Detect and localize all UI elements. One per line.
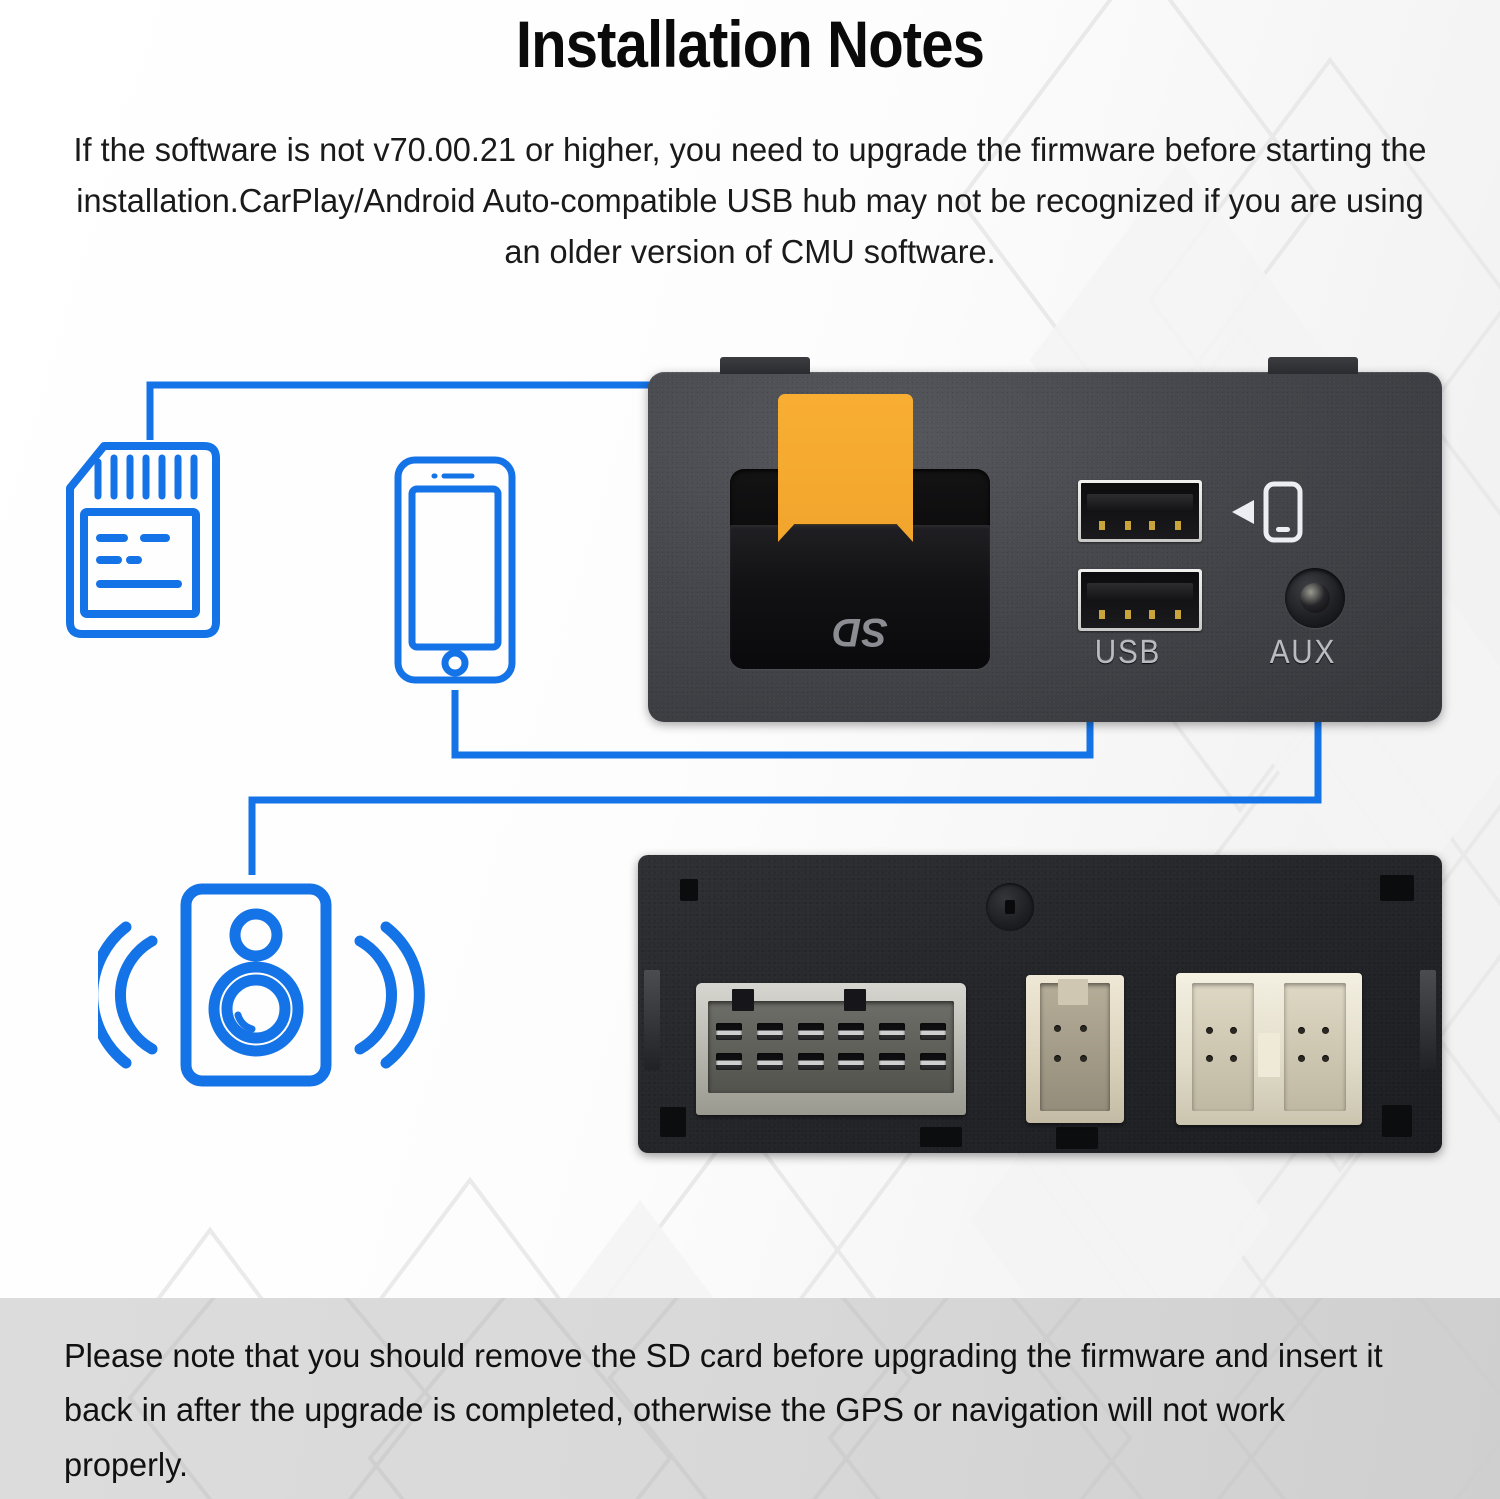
socket-hole [1080, 1025, 1087, 1032]
connector-keyway [732, 989, 754, 1011]
device-rear-body [638, 855, 1442, 1153]
usb-port-upper[interactable] [1078, 480, 1202, 542]
connector-pin [919, 1023, 946, 1040]
rear-foot [1382, 1105, 1412, 1137]
connector-pin [838, 1023, 865, 1040]
socket-hole [1322, 1055, 1329, 1062]
phone-usb-indicator-icon [1232, 481, 1303, 543]
connector-keyway [844, 989, 866, 1011]
rear-screw-boss [986, 883, 1034, 931]
page-title: Installation Notes [515, 7, 985, 81]
svg-text:SD: SD [832, 610, 888, 654]
speaker-icon [98, 883, 425, 1087]
note-band: Please note that you should remove the S… [0, 1298, 1500, 1499]
pin-row-upper [716, 1023, 946, 1040]
tan-4-pin-connector[interactable] [1026, 975, 1124, 1123]
aux-label: AUX [1269, 633, 1337, 670]
device-rear-panel [638, 855, 1442, 1153]
connector-keyway [1058, 979, 1088, 1005]
pin-row-lower [716, 1053, 946, 1070]
connector-pin [797, 1023, 824, 1040]
note-text: Please note that you should remove the S… [64, 1338, 1383, 1484]
usb-pin [1149, 610, 1155, 619]
device-front-body: SD [648, 372, 1442, 722]
socket-hole [1054, 1055, 1061, 1062]
sd-logo-icon: SD [832, 610, 888, 654]
sd-card-orange-pull-tab[interactable] [778, 394, 913, 542]
grey-12-pin-connector[interactable] [696, 983, 966, 1115]
socket-hole [1080, 1055, 1087, 1062]
device-front-panel: SD [648, 357, 1442, 722]
connector-pin [756, 1023, 783, 1040]
socket-hole [1206, 1027, 1213, 1034]
usb-pin [1099, 521, 1105, 530]
usb-label: USB [1094, 633, 1162, 670]
usb-pin [1125, 610, 1131, 619]
cream-cavity-right [1284, 983, 1346, 1111]
sd-card-icon [66, 442, 220, 638]
usb-contact-bar [1087, 583, 1193, 601]
intro-paragraph: If the software is not v70.00.21 or high… [73, 132, 1427, 271]
socket-hole [1230, 1027, 1237, 1034]
connector-pin [756, 1053, 783, 1070]
smartphone-icon [394, 456, 516, 684]
rear-foot [660, 1107, 686, 1137]
connector-pin [838, 1053, 865, 1070]
usb-port-lower[interactable] [1078, 569, 1202, 631]
rear-notch-top-left [680, 879, 698, 901]
cream-cavity-left [1192, 983, 1254, 1111]
usb-port-lower-cavity [1081, 572, 1199, 628]
socket-hole [1054, 1025, 1061, 1032]
connector-pin [797, 1053, 824, 1070]
usb-port-upper-cavity [1081, 483, 1199, 539]
connector-pin [919, 1053, 946, 1070]
connector-pin [716, 1023, 742, 1040]
socket-hole [1230, 1055, 1237, 1062]
usb-pin [1149, 521, 1155, 530]
usb-pin [1099, 610, 1105, 619]
rear-clip-left [644, 970, 660, 1070]
usb-contact-bar [1087, 494, 1193, 512]
connector-pin [716, 1053, 742, 1070]
usb-pin [1175, 521, 1181, 530]
rear-foot [1056, 1127, 1098, 1149]
mount-tab-right [1268, 357, 1358, 374]
cream-dual-4-pin-connector[interactable] [1176, 973, 1362, 1125]
connector-pin [879, 1053, 906, 1070]
usb-pin [1175, 610, 1181, 619]
connector-center-key [1258, 1033, 1280, 1077]
usb-pin [1125, 521, 1131, 530]
connector-pin [879, 1023, 906, 1040]
socket-hole [1298, 1027, 1305, 1034]
rear-clip-right [1420, 970, 1436, 1070]
rear-notch-top-right [1380, 875, 1414, 901]
socket-hole [1322, 1027, 1329, 1034]
grey-connector-cavity [708, 1001, 954, 1093]
socket-hole [1206, 1055, 1213, 1062]
aux-jack-port[interactable] [1285, 568, 1345, 628]
mount-tab-left [720, 357, 810, 374]
rear-foot [920, 1127, 962, 1147]
socket-hole [1298, 1055, 1305, 1062]
